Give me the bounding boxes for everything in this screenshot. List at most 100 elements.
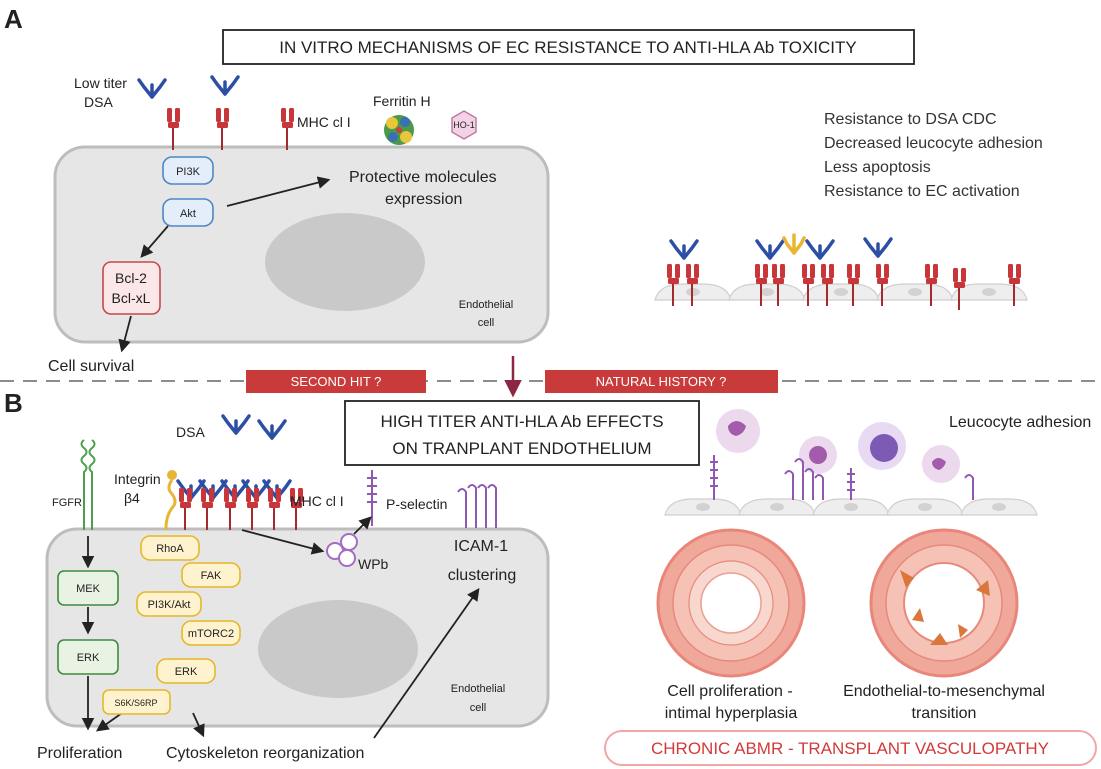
- cytoskeleton-label: Cytoskeleton reorganization: [166, 745, 364, 762]
- panel-a-title: IN VITRO MECHANISMS OF EC RESISTANCE TO …: [279, 38, 857, 57]
- erk-left-label: ERK: [77, 652, 100, 664]
- vessel-intimal-hyperplasia: [656, 528, 806, 678]
- protective-label-2: expression: [385, 191, 462, 208]
- antibody-icon: [221, 414, 251, 435]
- fak-label: FAK: [201, 570, 222, 582]
- antibody-icon: [863, 237, 893, 258]
- antibody-icon: [755, 239, 785, 260]
- mhc-class-i-icon: [280, 107, 295, 151]
- icam1-label-2: clustering: [448, 567, 516, 584]
- s6k-box: [102, 689, 171, 715]
- icam1-label-1: ICAM-1: [454, 538, 508, 555]
- erk-left-box: [57, 639, 119, 675]
- integrin-label-1: Integrin: [114, 471, 161, 487]
- fgfr-label: FGFR: [52, 497, 82, 509]
- ferritin-icon: [384, 115, 414, 145]
- leucocyte-icon: [922, 445, 960, 483]
- p-selectin-icon: [367, 470, 377, 526]
- arrow-bcl-to-survival: [118, 315, 132, 353]
- antibody-icon: [210, 75, 240, 96]
- antibody-icon: [805, 239, 835, 260]
- vessel2-label-2: transition: [912, 705, 977, 722]
- second-hit-label: SECOND HIT ?: [291, 374, 382, 389]
- bcl2-box: [102, 261, 161, 315]
- vessel-endmt: [869, 528, 1019, 678]
- leucocyte-adhesion-label: Leucocyte adhesion: [949, 414, 1091, 431]
- endothelium-layer-a: [654, 283, 1028, 301]
- mhc-class-i-icon: [166, 107, 181, 151]
- protective-label-1: Protective molecules: [349, 169, 497, 186]
- mek-label: MEK: [76, 583, 101, 595]
- antibody-icon: [669, 239, 699, 260]
- leucocyte-icon: [799, 436, 837, 474]
- panel-a-title-box: [222, 29, 915, 65]
- arrow-mhc-to-wpb: [241, 529, 325, 555]
- mhc-label-a: MHC cl I: [297, 114, 351, 130]
- antibody-icon: [257, 419, 287, 440]
- pi3k-box: [162, 156, 214, 185]
- leucocyte-icon: [858, 422, 906, 470]
- cell-survival-label: Cell survival: [48, 358, 134, 375]
- endothelial-label-b-2: cell: [470, 702, 487, 714]
- mtorc2-label: mTORC2: [188, 628, 234, 640]
- panel-b-title-1: HIGH TITER ANTI-HLA Ab EFFECTS: [380, 412, 663, 431]
- pi3k-label: PI3K: [176, 166, 201, 178]
- resistance-item: Decreased leucocyte adhesion: [824, 135, 1043, 152]
- panel-b-title-2: ON TRANPLANT ENDOTHELIUM: [392, 439, 651, 458]
- arrow-s6k-to-proliferation: [95, 712, 123, 732]
- endothelial-label-a-2: cell: [478, 317, 495, 329]
- akt-box: [162, 198, 214, 227]
- arrow-wpb-to-pselectin: [353, 516, 372, 535]
- erk-right-label: ERK: [175, 666, 198, 678]
- mek-box: [57, 570, 119, 606]
- p-selectin-label: P-selectin: [386, 496, 447, 512]
- antibody-icon: [137, 78, 167, 99]
- panel-b-letter: B: [4, 388, 23, 418]
- ho1-icon: [451, 110, 477, 140]
- chronic-abmr-label: CHRONIC ABMR - TRANSPLANT VASCULOPATHY: [651, 739, 1049, 758]
- rhoa-box: [140, 535, 200, 561]
- arrow-to-icam1: [373, 587, 480, 739]
- endothelial-label-a-1: Endothelial: [459, 299, 513, 311]
- pi3k-akt-label: PI3K/Akt: [148, 599, 191, 611]
- akt-label: Akt: [180, 208, 196, 220]
- mhc-label-b: MHC cl I: [290, 493, 344, 509]
- mtorc2-box: [181, 620, 241, 646]
- pi3k-akt-box: [136, 591, 202, 617]
- low-titer-dsa-label-1: Low titer: [74, 75, 127, 91]
- panel-b-title-box: [344, 400, 700, 466]
- adhesion-molecules: [710, 455, 974, 500]
- endothelium-layer-b: [664, 498, 1038, 516]
- proliferation-label: Proliferation: [37, 745, 122, 762]
- chronic-abmr-pill: [604, 730, 1097, 766]
- rhoa-label: RhoA: [156, 543, 184, 555]
- panel-a-letter: A: [4, 4, 23, 34]
- dsa-mhc-cluster: [176, 479, 304, 531]
- low-titer-dsa-label-2: DSA: [84, 94, 113, 110]
- fak-box: [181, 562, 241, 588]
- bclxl-label: Bcl-xL: [112, 290, 151, 306]
- vessel1-label-1: Cell proliferation -: [667, 683, 792, 700]
- arrow-akt-to-protective: [226, 176, 331, 207]
- wpb-label: WPb: [358, 556, 389, 572]
- leucocyte-icon: [716, 409, 760, 453]
- nucleus-b: [258, 600, 418, 698]
- resistance-item: Resistance to DSA CDC: [824, 111, 997, 128]
- s6k-label: S6K/S6RP: [114, 698, 157, 708]
- dsa-label: DSA: [176, 424, 205, 440]
- natural-history-banner: [545, 370, 778, 393]
- bcl2-label: Bcl-2: [115, 270, 147, 286]
- arrow-akt-to-bcl2: [140, 225, 169, 258]
- integrin-icon: [164, 470, 177, 530]
- ferritin-label: Ferritin H: [373, 93, 431, 109]
- second-hit-banner: [246, 370, 426, 393]
- resistance-item: Resistance to EC activation: [824, 183, 1020, 200]
- erk-right-box: [156, 658, 216, 684]
- integrin-label-2: β4: [124, 490, 140, 506]
- resistance-item: Less apoptosis: [824, 159, 931, 176]
- arrow-erk-to-cytoskeleton: [192, 712, 205, 738]
- natural-history-label: NATURAL HISTORY ?: [596, 374, 727, 389]
- icam1-cluster-icon: [457, 484, 497, 528]
- vessel2-label-1: Endothelial-to-mesenchymal: [843, 683, 1045, 700]
